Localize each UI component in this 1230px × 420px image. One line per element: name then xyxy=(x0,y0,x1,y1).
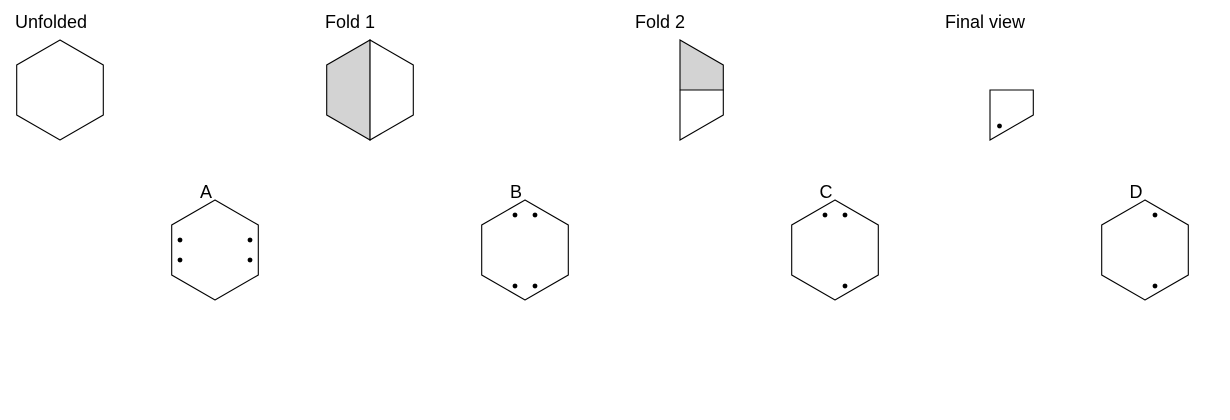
option-b-hole xyxy=(512,212,518,218)
fold2-sheet xyxy=(679,39,724,141)
unfolded-hexagon xyxy=(16,39,104,141)
stage-label-unfolded: Unfolded xyxy=(15,12,87,32)
option-d-hole xyxy=(1152,283,1158,289)
final-view-shape xyxy=(989,89,1034,141)
option-c-hole xyxy=(842,212,848,218)
option-a-hole xyxy=(247,257,253,263)
fold1-sheet xyxy=(326,39,414,141)
option-c[interactable]: C xyxy=(791,182,879,301)
option-d-hexagon xyxy=(1101,199,1189,301)
option-a-hexagon xyxy=(171,199,259,301)
option-d[interactable]: D xyxy=(1101,182,1189,301)
option-b[interactable]: B xyxy=(481,182,569,301)
option-label-a: A xyxy=(200,182,212,202)
option-c-hole xyxy=(822,212,828,218)
option-b-hole xyxy=(512,283,518,289)
option-a-hole xyxy=(177,237,183,243)
fold1-folded-half xyxy=(326,39,371,141)
stage-label-final-view: Final view xyxy=(945,12,1026,32)
fold2-unfolded-region xyxy=(679,89,724,141)
option-b-hexagon xyxy=(481,199,569,301)
stage-label-fold2: Fold 2 xyxy=(635,12,685,32)
stage-label-fold1: Fold 1 xyxy=(325,12,375,32)
option-c-hexagon xyxy=(791,199,879,301)
option-label-d: D xyxy=(1130,182,1143,202)
option-d-hole xyxy=(1152,212,1158,218)
option-a-hole xyxy=(177,257,183,263)
final-view-hole xyxy=(997,123,1002,129)
unfolded-sheet xyxy=(16,39,104,141)
option-b-hole xyxy=(532,212,538,218)
final-view-sheet xyxy=(989,89,1034,141)
option-label-b: B xyxy=(510,182,522,202)
option-c-hole xyxy=(842,283,848,289)
fold2-folded-region xyxy=(679,39,724,91)
option-a[interactable]: A xyxy=(171,182,259,301)
fold1-unfolded-half xyxy=(369,39,414,141)
option-b-hole xyxy=(532,283,538,289)
option-label-c: C xyxy=(820,182,833,202)
option-a-hole xyxy=(247,237,253,243)
